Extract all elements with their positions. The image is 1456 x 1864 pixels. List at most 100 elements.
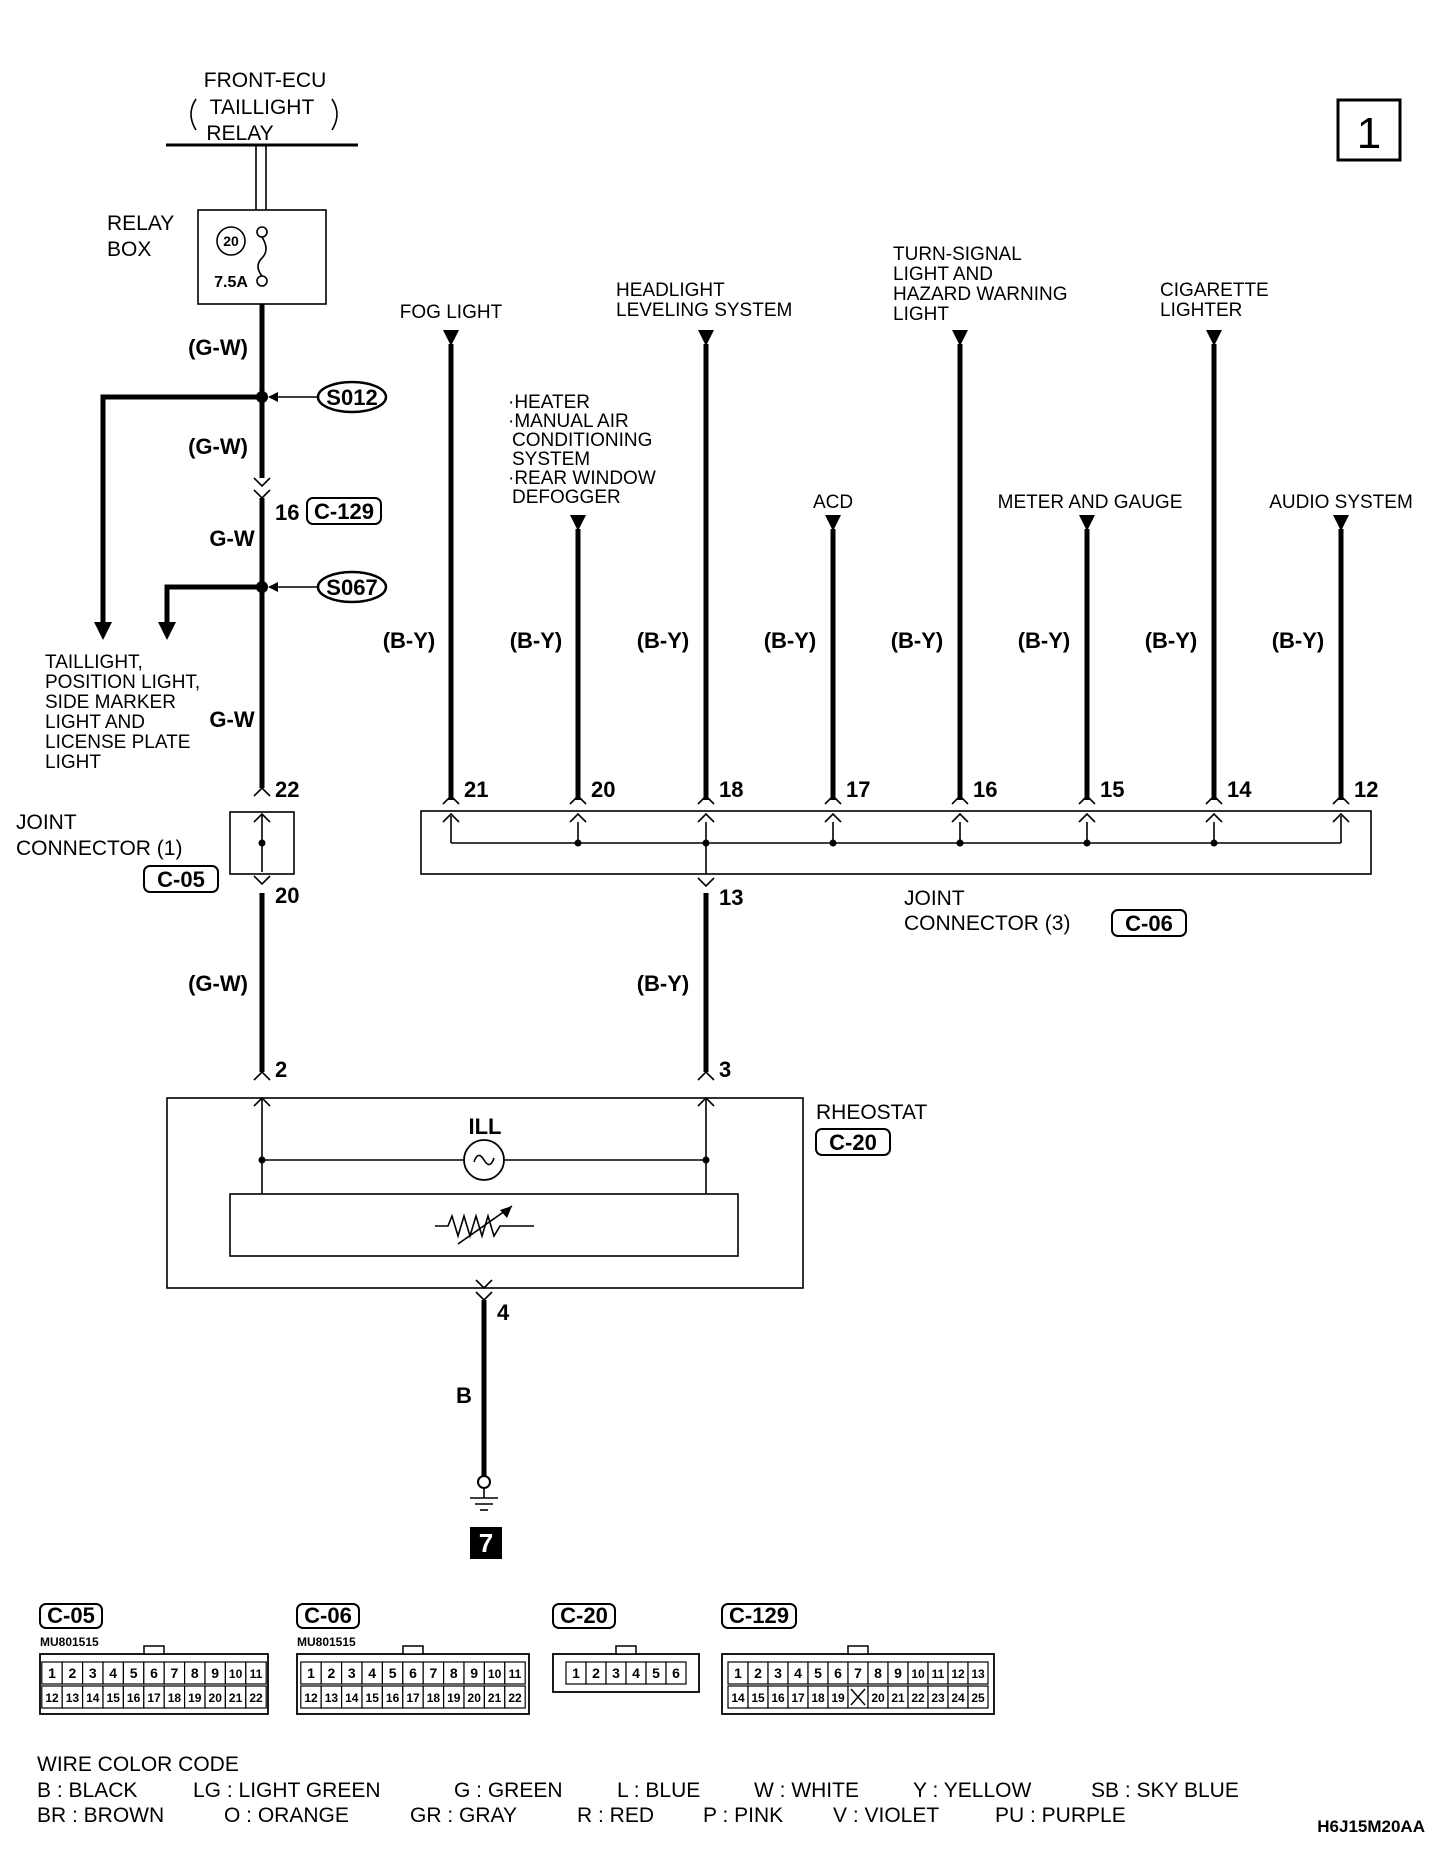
taillight-line-1: TAILLIGHT, bbox=[45, 652, 143, 673]
connector-face-cell bbox=[245, 1661, 267, 1685]
legend-row2-br: BR : BROWN bbox=[37, 1804, 164, 1827]
branch-headlight-leveling: HEADLIGHT LEVELING SYSTEM (B-Y) 18 bbox=[616, 280, 792, 847]
s012-branch-arrow bbox=[94, 622, 112, 640]
connector-face-pin: 17 bbox=[406, 1691, 420, 1705]
branch-20-label-1: ·HEATER bbox=[508, 392, 590, 413]
branch-18-label-1: HEADLIGHT bbox=[616, 280, 725, 301]
branch-15-pin: 15 bbox=[1100, 777, 1124, 802]
legend-row1-y: Y : YELLOW bbox=[913, 1779, 1031, 1802]
branch-12-pin: 12 bbox=[1354, 777, 1378, 802]
taillight-line-6: LIGHT bbox=[45, 752, 101, 773]
splice-s067-arrow bbox=[268, 582, 278, 592]
jc3-id-box bbox=[1111, 909, 1187, 937]
branch-20-arrow bbox=[570, 515, 586, 531]
connector-face-part-number: MU801515 bbox=[297, 1635, 356, 1649]
rheostat-chevron-right bbox=[697, 1070, 715, 1081]
connector-face-part-number: MU801515 bbox=[40, 1635, 99, 1649]
source-line-1: FRONT-ECU bbox=[204, 69, 327, 92]
jc1-id-box bbox=[143, 865, 219, 893]
connector-face-pin: 3 bbox=[89, 1665, 97, 1681]
connector-face-pin: 22 bbox=[508, 1691, 522, 1705]
branch-16-chevron bbox=[951, 794, 969, 805]
branch-17-chevron bbox=[824, 794, 842, 805]
connector-face-pin: 11 bbox=[932, 1667, 945, 1681]
branch-21-label-1: FOG LIGHT bbox=[400, 302, 503, 323]
splice-s067-oval bbox=[316, 570, 388, 604]
connector-face-pin: 10 bbox=[911, 1667, 925, 1681]
rheostat-chevron-left bbox=[253, 1070, 271, 1081]
rheostat-id: C-20 bbox=[829, 1130, 877, 1155]
connector-face-pin: 8 bbox=[191, 1665, 199, 1681]
connector-face-pin: 2 bbox=[328, 1665, 336, 1681]
connector-face-pin: 10 bbox=[488, 1667, 502, 1681]
s067-branch-wire bbox=[164, 584, 262, 628]
source-line-3: RELAY bbox=[206, 122, 273, 145]
c129-id-box bbox=[306, 497, 382, 525]
splice-s012-oval bbox=[316, 380, 388, 414]
branch-17-pin: 17 bbox=[846, 777, 870, 802]
connector-face-pin: 21 bbox=[891, 1691, 905, 1705]
fuse-number-circle bbox=[216, 226, 246, 256]
connector-face-pin: 24 bbox=[951, 1691, 965, 1705]
jc3-label-2: CONNECTOR (3) bbox=[904, 912, 1070, 935]
branch-20-pin: 20 bbox=[591, 777, 615, 802]
connector-face-pin: 5 bbox=[652, 1665, 660, 1681]
jc3-label-1: JOINT bbox=[904, 887, 965, 910]
connector-face-pin: 16 bbox=[386, 1691, 400, 1705]
splice-s012-label: S012 bbox=[326, 385, 377, 410]
branch-14-arrow bbox=[1206, 330, 1222, 346]
connector-face-id: C-06 bbox=[304, 1603, 352, 1628]
legend-row2-o: O : ORANGE bbox=[224, 1804, 349, 1827]
s067-branch-arrow bbox=[158, 622, 176, 640]
connector-face-pin: 13 bbox=[66, 1691, 80, 1705]
connector-face-pin: 1 bbox=[572, 1665, 580, 1681]
branch-17-junction bbox=[829, 839, 837, 847]
branch-18-arrow bbox=[698, 330, 714, 346]
connector-face-cell bbox=[504, 1685, 526, 1709]
wire-color-gw-1: (G-W) bbox=[188, 335, 248, 360]
connector-face-cell bbox=[504, 1661, 526, 1685]
source-paren-right bbox=[331, 98, 338, 131]
branch-16-label-4: LIGHT bbox=[893, 304, 949, 325]
ground-number: 7 bbox=[479, 1528, 493, 1558]
connector-face-pin: 9 bbox=[894, 1665, 902, 1681]
branch-15-color: (B-Y) bbox=[1018, 628, 1071, 653]
jc1-label-1: JOINT bbox=[16, 811, 77, 834]
branch-21-arrow bbox=[443, 330, 459, 346]
branch-20-label-5: ·REAR WINDOW bbox=[508, 468, 656, 489]
connector-face-pin: 12 bbox=[951, 1667, 965, 1681]
branch-15-arrow bbox=[1079, 515, 1095, 531]
jc3-out-chevron bbox=[697, 877, 715, 888]
connector-face-id-box bbox=[39, 1603, 103, 1629]
connector-face-pin: 18 bbox=[168, 1691, 182, 1705]
branch-meter-gauge: METER AND GAUGE (B-Y) 15 bbox=[998, 492, 1182, 847]
rheostat-label: RHEOSTAT bbox=[816, 1101, 927, 1124]
connector-face-pin: 8 bbox=[450, 1665, 458, 1681]
connector-face-blank-x bbox=[850, 1688, 866, 1706]
branch-14-chevron-inner bbox=[1205, 812, 1223, 823]
branch-fog-light: FOG LIGHT (B-Y) 21 bbox=[383, 302, 503, 823]
relay-box-label-1: RELAY bbox=[107, 212, 174, 235]
splice-s067: S067 bbox=[158, 570, 388, 640]
c129-pin-label: 16 bbox=[275, 500, 299, 525]
jc1-id: C-05 bbox=[157, 867, 205, 892]
branch-20-label-3: CONDITIONING bbox=[512, 430, 652, 451]
branch-18-chevron bbox=[697, 794, 715, 805]
connector-face-pin: 9 bbox=[470, 1665, 478, 1681]
source-front-ecu: FRONT-ECU TAILLIGHT RELAY bbox=[166, 69, 358, 228]
connector-face-pin: 6 bbox=[672, 1665, 680, 1681]
jc1-chevron-in bbox=[253, 786, 271, 797]
ground: B 7 bbox=[456, 1300, 502, 1559]
connector-face-cell bbox=[665, 1661, 687, 1685]
connector-face-pin: 4 bbox=[632, 1665, 640, 1681]
branch-21-chevron-inner bbox=[442, 812, 460, 823]
connector-face-pin: 3 bbox=[774, 1665, 782, 1681]
branch-18-label-2: LEVELING SYSTEM bbox=[616, 300, 792, 321]
branch-turn-signal: TURN-SIGNAL LIGHT AND HAZARD WARNING LIG… bbox=[891, 244, 1068, 847]
connector-face-pin: 7 bbox=[854, 1665, 862, 1681]
connector-face-pin: 16 bbox=[771, 1691, 785, 1705]
legend-row2-r: R : RED bbox=[577, 1804, 654, 1827]
branch-cigarette-lighter: CIGARETTE LIGHTER (B-Y) 14 bbox=[1145, 280, 1269, 847]
legend-row1-b: B : BLACK bbox=[37, 1779, 137, 1802]
connector-face-pin: 14 bbox=[86, 1691, 100, 1705]
